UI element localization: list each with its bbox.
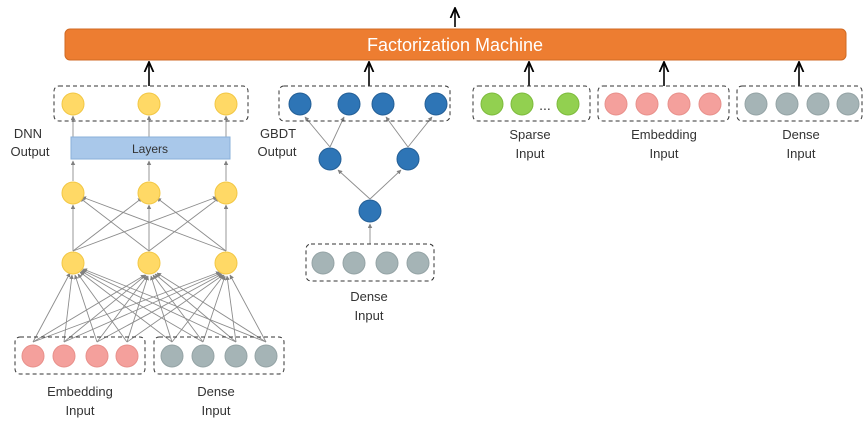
gbdt-leaf-node bbox=[337, 92, 361, 116]
dnn-to-layers-edges bbox=[70, 160, 229, 181]
embedding-node bbox=[52, 344, 76, 368]
dnn-output-box bbox=[53, 85, 249, 122]
gbdt-output-label-line1: GBDT bbox=[260, 126, 296, 141]
fm-title: Factorization Machine bbox=[367, 35, 543, 55]
gbdt-leaf-node bbox=[288, 92, 312, 116]
dnn-hidden-layer-2 bbox=[61, 181, 238, 205]
dnn-output-node bbox=[137, 92, 161, 116]
embedding-node bbox=[85, 344, 109, 368]
dnn-output-label-line2: Output bbox=[10, 144, 49, 159]
embedding-node bbox=[604, 92, 628, 116]
embedding-node bbox=[698, 92, 722, 116]
sparse-input-box bbox=[472, 85, 591, 122]
dense-node bbox=[806, 92, 830, 116]
dnn-embedding-input-box bbox=[14, 336, 146, 375]
dense-node bbox=[160, 344, 184, 368]
gbdt-leaf-node bbox=[424, 92, 448, 116]
dnn-hidden-layer-1 bbox=[61, 251, 238, 275]
dnn-output-label-line1: DNN bbox=[14, 126, 42, 141]
dense-label-line1: Dense bbox=[782, 127, 820, 142]
gbdt-dense-nodes bbox=[311, 251, 430, 275]
dense-input-box bbox=[736, 85, 863, 122]
dnn-input-edges bbox=[32, 268, 267, 343]
gbdt-internal-node bbox=[318, 147, 342, 171]
embedding-node bbox=[21, 344, 45, 368]
sparse-label-line1: Sparse bbox=[509, 127, 550, 142]
fm-input-arrows bbox=[149, 62, 799, 86]
dnn-output-nodes bbox=[61, 92, 238, 116]
embedding-node bbox=[115, 344, 139, 368]
gbdt-output-box bbox=[278, 85, 451, 122]
dense-node bbox=[744, 92, 768, 116]
dnn-hidden-node bbox=[214, 181, 238, 205]
dense-node bbox=[406, 251, 430, 275]
dnn-hidden-node bbox=[137, 181, 161, 205]
dense-node bbox=[342, 251, 366, 275]
sparse-node bbox=[556, 92, 580, 116]
layers-bar bbox=[70, 136, 231, 160]
sparse-node bbox=[480, 92, 504, 116]
dnn-hidden-node bbox=[61, 181, 85, 205]
dense-node bbox=[254, 344, 278, 368]
dense-node bbox=[375, 251, 399, 275]
gbdt-leaf-node bbox=[371, 92, 395, 116]
dense-node bbox=[775, 92, 799, 116]
dnn-embedding-label-line2: Input bbox=[66, 403, 95, 418]
dense-label-line2: Input bbox=[787, 146, 816, 161]
dnn-output-node bbox=[61, 92, 85, 116]
dense-nodes bbox=[744, 92, 860, 116]
gbdt-tree-nodes bbox=[318, 147, 420, 223]
dense-node bbox=[836, 92, 860, 116]
sparse-node bbox=[510, 92, 534, 116]
dense-node bbox=[191, 344, 215, 368]
embedding-nodes bbox=[604, 92, 722, 116]
sparse-nodes bbox=[480, 92, 580, 116]
gbdt-output-label-line2: Output bbox=[257, 144, 296, 159]
embedding-node bbox=[667, 92, 691, 116]
gbdt-edges bbox=[304, 116, 433, 244]
dnn-hidden-edges bbox=[70, 196, 229, 252]
dnn-dense-label-line1: Dense bbox=[197, 384, 235, 399]
dnn-output-node bbox=[214, 92, 238, 116]
layers-label: Layers bbox=[132, 142, 168, 156]
gbdt-dense-label-line1: Dense bbox=[350, 289, 388, 304]
gbdt-internal-node bbox=[396, 147, 420, 171]
gbdt-root-node bbox=[358, 199, 382, 223]
layers-to-output-edges bbox=[70, 115, 229, 137]
dnn-dense-nodes bbox=[160, 344, 278, 368]
dnn-hidden-node bbox=[137, 251, 161, 275]
dnn-dense-label-line2: Input bbox=[202, 403, 231, 418]
sparse-ellipsis: ... bbox=[539, 97, 551, 113]
dense-input: Dense Input bbox=[736, 85, 863, 161]
dnn-hidden-node bbox=[214, 251, 238, 275]
dnn-dense-input-box bbox=[153, 336, 285, 375]
embedding-input-box bbox=[597, 85, 730, 122]
fm-bar bbox=[64, 28, 847, 61]
dnn-embedding-nodes bbox=[21, 344, 139, 368]
gbdt-branch: GBDT Output Dense Input bbox=[257, 85, 451, 323]
gbdt-dense-input-box bbox=[305, 243, 435, 282]
embedding-label-line1: Embedding bbox=[631, 127, 697, 142]
sparse-input: ... Sparse Input bbox=[472, 85, 591, 161]
embedding-node bbox=[635, 92, 659, 116]
sparse-label-line2: Input bbox=[516, 146, 545, 161]
embedding-input: Embedding Input bbox=[597, 85, 730, 161]
embedding-label-line2: Input bbox=[650, 146, 679, 161]
dense-node bbox=[224, 344, 248, 368]
dnn-branch: DNN Output Layers Embedding Input bbox=[10, 85, 285, 418]
dnn-embedding-label-line1: Embedding bbox=[47, 384, 113, 399]
gbdt-dense-label-line2: Input bbox=[355, 308, 384, 323]
dense-node bbox=[311, 251, 335, 275]
factorization-machine: Factorization Machine bbox=[64, 28, 847, 61]
gbdt-output-nodes bbox=[288, 92, 448, 116]
dnn-hidden-node bbox=[61, 251, 85, 275]
